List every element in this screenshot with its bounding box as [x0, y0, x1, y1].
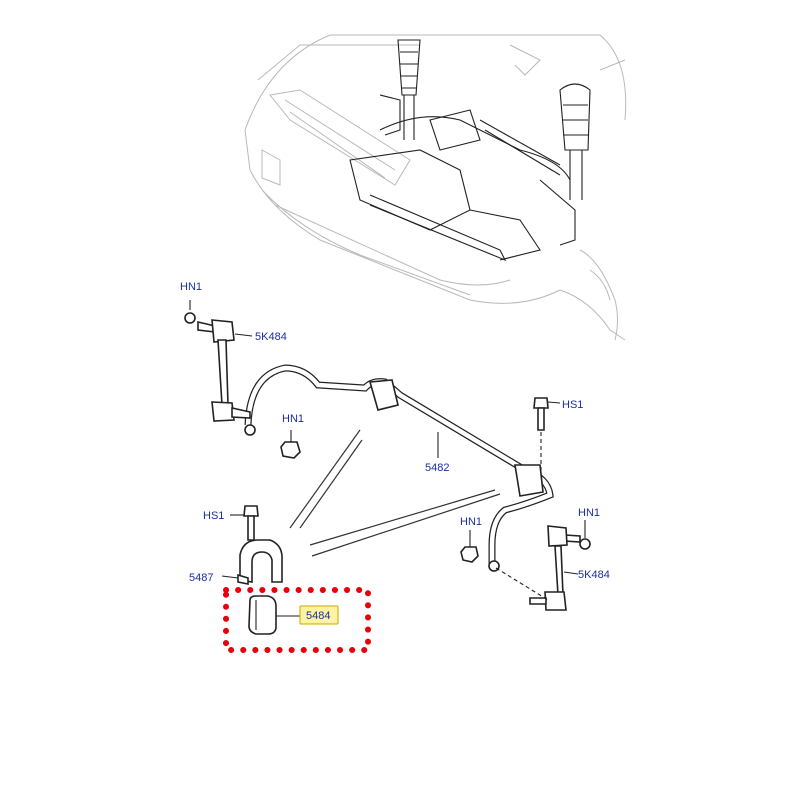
label-5482: 5482 — [425, 462, 449, 474]
label-hs1-right: HS1 — [562, 399, 583, 411]
label-leaders — [221, 333, 586, 579]
stabilizer-bar — [244, 364, 554, 572]
label-5484: 5484 — [306, 610, 330, 622]
nut-mid-left — [280, 430, 301, 459]
bushing-label-highlight — [299, 605, 339, 625]
highlighted-bushing — [248, 595, 339, 635]
label-hn1-right-mid: HN1 — [460, 516, 482, 528]
label-hn1-right: HN1 — [578, 507, 600, 519]
bolt-left — [243, 505, 259, 541]
vehicle-front-outline — [244, 34, 627, 341]
label-5k484-right: 5K484 — [578, 569, 610, 581]
label-hn1-mid-left: HN1 — [282, 413, 304, 425]
highlight-dotted-frame — [223, 587, 371, 653]
drop-link-right — [495, 525, 591, 611]
label-5k484-left: 5K484 — [255, 331, 287, 343]
nut-right-mid — [460, 530, 479, 563]
drop-link-left — [184, 300, 251, 422]
bolt-right — [533, 397, 549, 470]
label-hs1-left: HS1 — [203, 510, 224, 522]
label-hn1-top-left: HN1 — [180, 281, 202, 293]
label-5487: 5487 — [189, 572, 213, 584]
clamp-bracket — [237, 539, 283, 585]
leader-lines — [289, 429, 501, 557]
